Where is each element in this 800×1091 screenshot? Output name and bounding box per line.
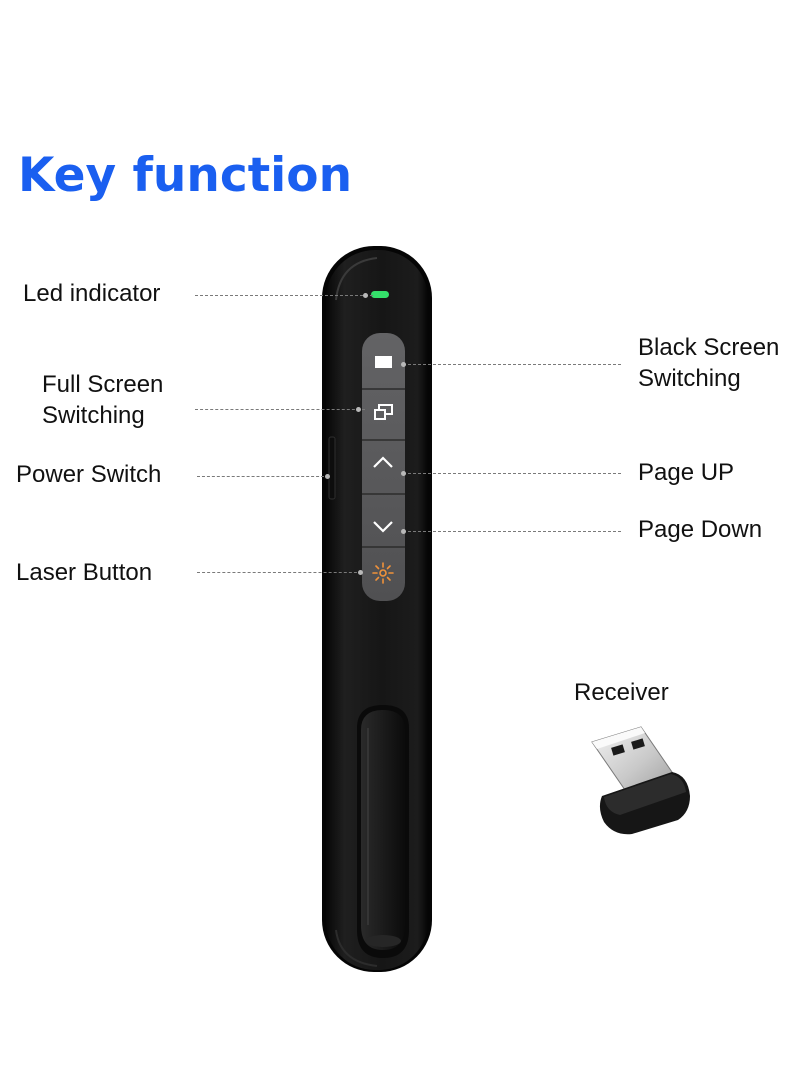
label-black-screen-switching: Black Screen Switching	[638, 332, 779, 394]
label-black-screen-line-2: Switching	[638, 365, 741, 392]
label-full-screen-line-2: Switching	[42, 402, 145, 429]
callout-dot-led	[363, 293, 368, 298]
callout-dot-page-down	[401, 529, 406, 534]
callout-dot-black-screen	[401, 362, 406, 367]
label-power-switch: Power Switch	[16, 461, 162, 488]
callout-line-led	[195, 295, 373, 296]
callout-line-power	[197, 476, 329, 477]
label-black-screen-line-1: Black Screen	[638, 334, 780, 361]
label-page-down: Page Down	[638, 516, 763, 543]
callout-dot-laser	[358, 570, 363, 575]
full-screen-icon	[374, 404, 393, 420]
callout-line-laser	[197, 572, 362, 573]
callout-dot-page-up	[401, 471, 406, 476]
label-full-screen-switching: Full Screen Switching	[42, 369, 163, 431]
black-screen-icon	[375, 356, 392, 368]
chevron-up-icon	[373, 456, 393, 468]
callout-line-page-down	[403, 531, 621, 532]
callout-line-full-screen	[195, 409, 365, 410]
callout-line-black-screen	[403, 364, 621, 365]
label-laser-button: Laser Button	[16, 559, 153, 586]
power-switch	[328, 436, 336, 500]
label-full-screen-line-1: Full Screen	[42, 371, 164, 398]
presenter-device	[322, 246, 432, 972]
callout-line-page-up	[403, 473, 621, 474]
label-led-indicator: Led indicator	[23, 280, 161, 307]
laser-icon	[372, 562, 394, 584]
callout-dot-full-screen	[356, 407, 361, 412]
label-receiver: Receiver	[574, 679, 669, 706]
label-page-up: Page UP	[638, 459, 735, 486]
led-light	[371, 291, 389, 298]
callout-dot-power	[325, 474, 330, 479]
chevron-down-icon	[373, 521, 393, 533]
page-title: Key function	[18, 148, 353, 203]
pocket-clip	[357, 705, 409, 958]
usb-receiver	[591, 726, 690, 835]
